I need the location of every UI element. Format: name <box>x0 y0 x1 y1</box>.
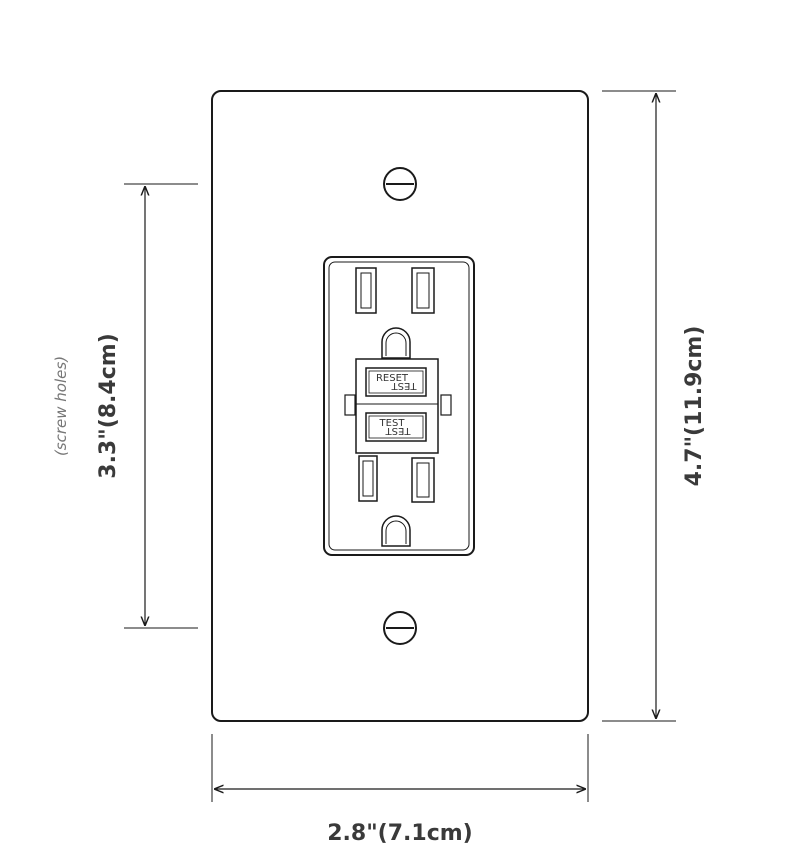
upper-slot-right <box>411 267 435 314</box>
lower-ground-hole <box>381 515 411 547</box>
gfci-outlet: RESET TEST TEST TEST <box>323 256 475 556</box>
height-dimension: 4.7"(11.9cm) <box>602 90 707 722</box>
test-label: TEST <box>379 418 406 429</box>
upper-ground-hole <box>381 327 411 359</box>
reset-button: RESET TEST <box>365 367 427 397</box>
top-screw-icon <box>383 167 417 201</box>
width-dimension: 2.8"(7.1cm) <box>211 734 589 846</box>
wall-plate <box>211 90 589 722</box>
bottom-screw-icon <box>383 611 417 645</box>
lower-slot-right <box>411 457 435 503</box>
screw-spacing-dimension: 3.3"(8.4cm) (screw holes) <box>52 183 198 629</box>
test-mirror-label: TEST <box>385 425 412 436</box>
height-label: 4.7"(11.9cm) <box>682 326 707 487</box>
button-housing <box>355 358 439 454</box>
reset-mirror-label: TEST <box>391 380 418 391</box>
lower-slot-left <box>358 455 378 502</box>
width-label: 2.8"(7.1cm) <box>327 821 472 846</box>
upper-slot-left <box>355 267 377 314</box>
screw-holes-note: (screw holes) <box>52 356 70 456</box>
screw-spacing-label: 3.3"(8.4cm) <box>96 333 121 478</box>
test-button: TEST TEST <box>365 412 427 442</box>
reset-label: RESET <box>376 373 409 384</box>
